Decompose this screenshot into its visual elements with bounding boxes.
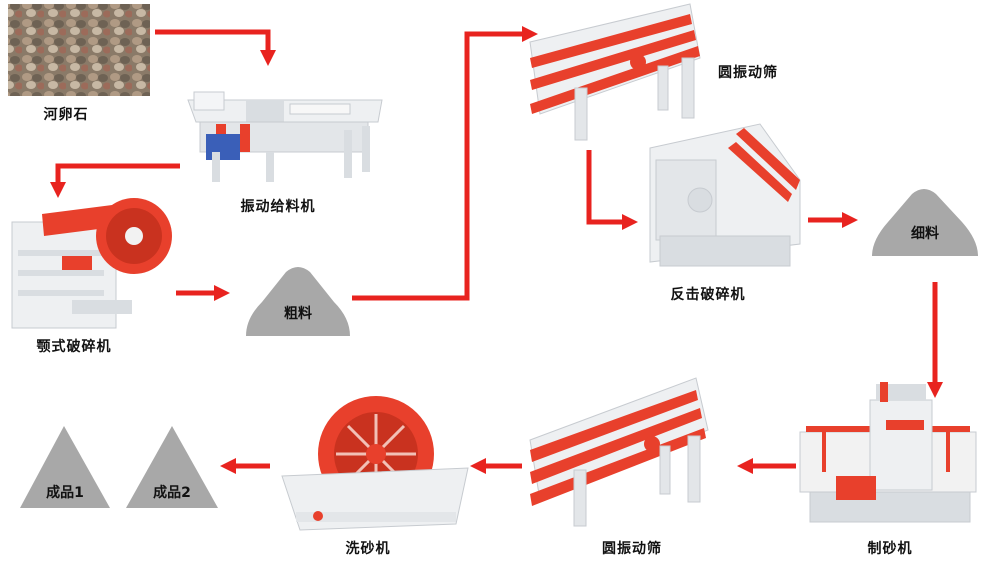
coarse-pile: 粗料 [246, 267, 350, 336]
fine-pile: 细料 [872, 189, 978, 256]
arrow-coarse-to-screen [352, 25, 539, 301]
arrow-pebble-to-feeder [155, 29, 277, 67]
fine-label: 细料 [911, 225, 939, 242]
arrow-feeder-to-jaw [49, 163, 180, 199]
river-pebble-image [8, 4, 150, 96]
sand-maker-machine [799, 382, 977, 523]
sand-washer-label: 洗砂机 [345, 541, 391, 557]
vibrating-feeder-label: 振动给料机 [240, 199, 316, 215]
vibrating-screen-2-machine [529, 377, 709, 527]
vibrating-screen-1-label: 圆振动筛 [718, 65, 778, 81]
sand-maker-label: 制砂机 [867, 541, 913, 557]
jaw-crusher-machine [11, 198, 172, 329]
vibrating-screen-2-label: 圆振动筛 [602, 541, 662, 557]
arrow-screen-to-impact [586, 150, 639, 231]
coarse-label: 粗料 [284, 305, 312, 322]
sand-washer-machine [281, 396, 469, 531]
vibrating-feeder-machine [187, 91, 383, 182]
impact-crusher-label: 反击破碎机 [670, 287, 746, 303]
product-2-pile: 成品2 [126, 426, 218, 508]
product-2-label: 成品2 [153, 484, 191, 501]
river-pebble-label: 河卵石 [43, 107, 89, 123]
product-1-pile: 成品1 [20, 426, 110, 508]
vibrating-screen-1-machine [529, 3, 701, 141]
jaw-crusher-label: 颚式破碎机 [36, 339, 112, 355]
product-1-label: 成品1 [46, 484, 84, 501]
flow-arrows [49, 25, 944, 475]
impact-crusher-machine [649, 123, 801, 267]
